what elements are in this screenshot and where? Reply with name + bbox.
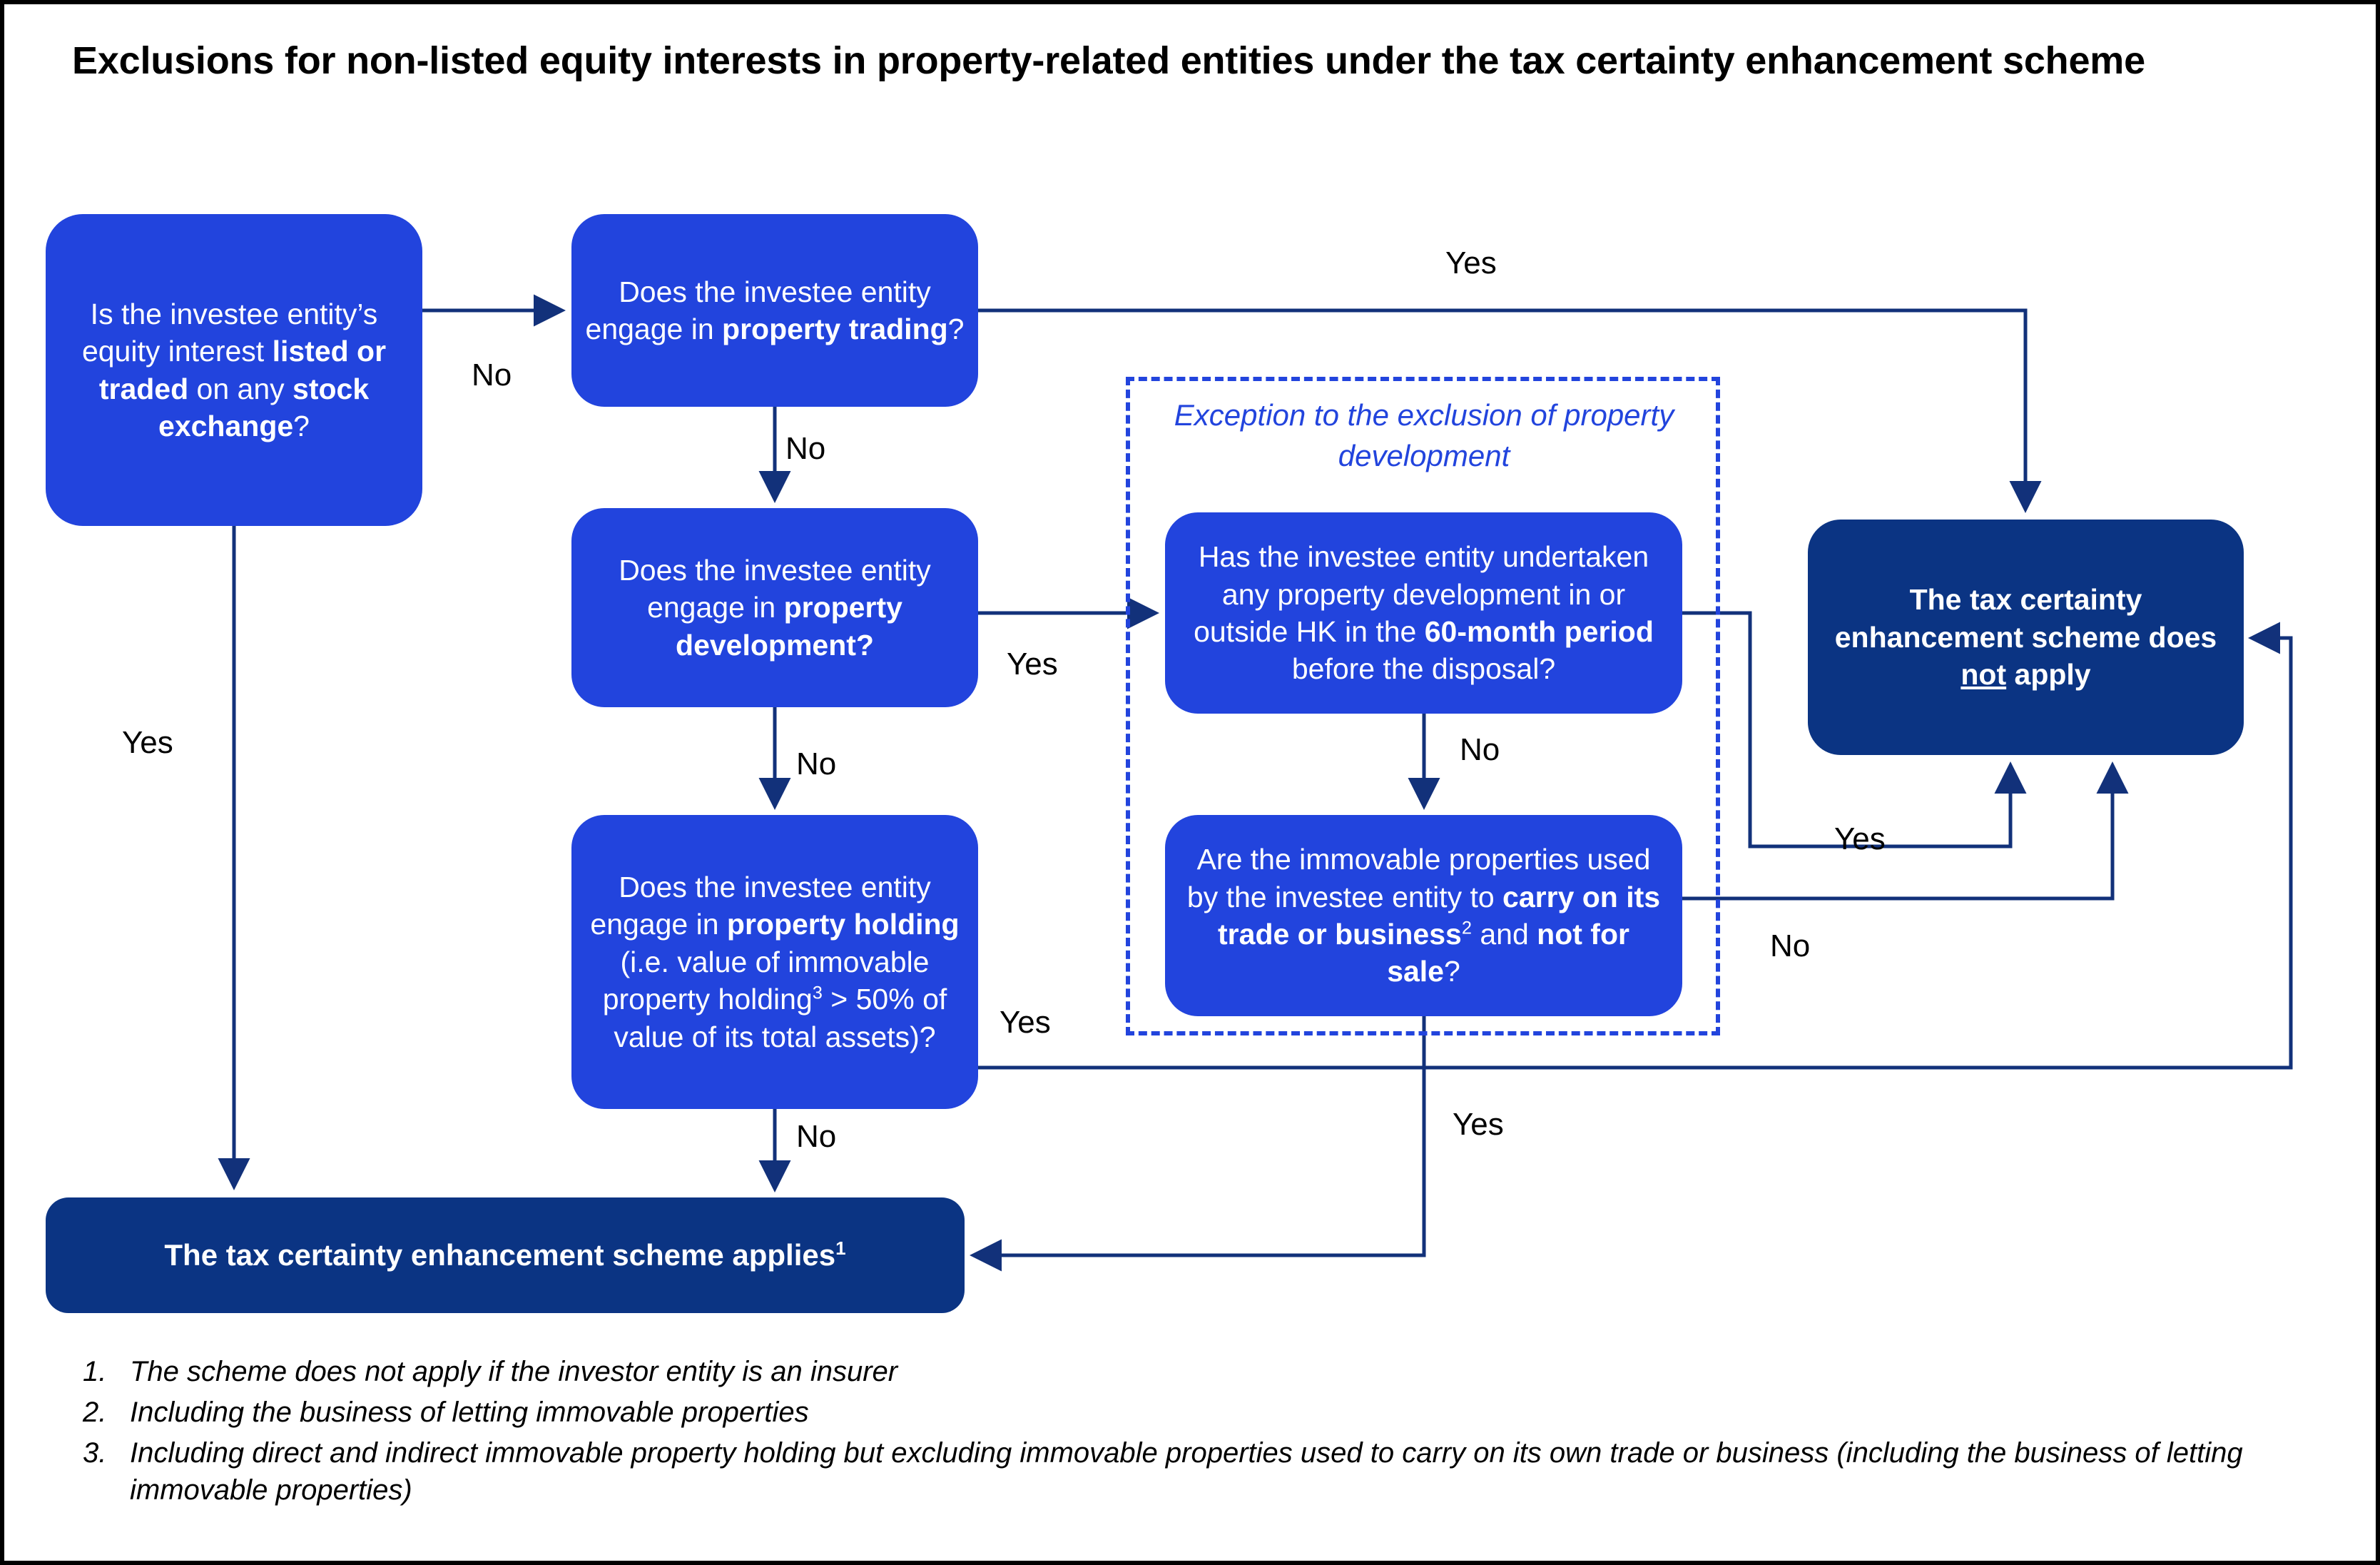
node-engage-property-holding[interactable]: Does the investee entity engage in prope…: [571, 815, 978, 1109]
edge-label-listed-yes: Yes: [122, 725, 173, 760]
node-scheme-does-not-apply[interactable]: The tax certainty enhancement scheme doe…: [1808, 520, 2244, 755]
footnote-item: 1. The scheme does not apply if the inve…: [83, 1353, 2309, 1391]
node-engage-property-trading[interactable]: Does the investee entity engage in prope…: [571, 214, 978, 407]
footnote-number: 1.: [83, 1356, 107, 1387]
edge-label-carryon-no: No: [1770, 928, 1811, 963]
edge-trading-yes: [978, 308, 2042, 514]
node-label: Does the investee entity engage in prope…: [619, 553, 931, 662]
edge-label-trading-yes: Yes: [1445, 245, 1497, 280]
node-engage-property-development[interactable]: Does the investee entity engage in prope…: [571, 508, 978, 707]
edge-60month-yes: [1682, 611, 2027, 849]
node-label: The tax certainty enhancement scheme app…: [164, 1237, 846, 1272]
node-label: Has the investee entity undertaken any p…: [1194, 540, 1654, 686]
footnote-number: 3.: [83, 1437, 107, 1469]
page-title: Exclusions for non-listed equity interes…: [72, 39, 2145, 82]
edge-label-listed-no: No: [472, 358, 512, 392]
footnote-text: The scheme does not apply if the investo…: [130, 1356, 898, 1387]
edge-label-trading-no: No: [785, 431, 826, 466]
edge-carryon-yes: [969, 1016, 1426, 1272]
edge-label-development-yes: Yes: [1007, 647, 1058, 682]
node-label: Does the investee entity engage in prope…: [585, 275, 965, 345]
edge-holding-yes: [978, 622, 2293, 1070]
node-label: Are the immovable properties used by the…: [1186, 843, 1661, 988]
footnote-number: 2.: [83, 1396, 107, 1428]
footnote-item: 3. Including direct and indirect immovab…: [83, 1434, 2309, 1510]
node-label: The tax certainty enhancement scheme doe…: [1834, 583, 2217, 692]
node-label: Does the investee entity engage in prope…: [590, 870, 960, 1053]
edge-label-60month-yes: Yes: [1834, 821, 1886, 856]
edge-label-holding-yes: Yes: [1000, 1005, 1051, 1040]
connector-layer: trading --> applies (down left) --> deve…: [218, 294, 2293, 1272]
exception-region: [1126, 377, 1720, 1035]
exception-region-label: Exception to the exclusion of property d…: [1174, 398, 1674, 472]
footnotes: 1. The scheme does not apply if the inve…: [83, 1353, 2309, 1512]
edge-label-60month-no: No: [1460, 732, 1500, 767]
node-is-equity-interest-listed[interactable]: Is the investee entity’s equity interest…: [46, 214, 422, 526]
node-properties-used-to-carry-on-trade[interactable]: Are the immovable properties used by the…: [1165, 815, 1682, 1016]
node-label: Is the investee entity’s equity interest…: [81, 297, 387, 442]
edge-label-carryon-yes: Yes: [1453, 1107, 1504, 1142]
edge-label-holding-no: No: [796, 1119, 837, 1154]
node-scheme-applies[interactable]: The tax certainty enhancement scheme app…: [46, 1197, 965, 1313]
footnote-item: 2. Including the business of letting imm…: [83, 1394, 2309, 1432]
edge-label-development-no: No: [796, 746, 837, 781]
footnote-text: Including the business of letting immova…: [130, 1396, 809, 1428]
node-undertaken-development-60-month[interactable]: Has the investee entity undertaken any p…: [1165, 512, 1682, 714]
edge-carryon-no: [1682, 761, 2129, 901]
footnote-text: Including direct and indirect immovable …: [130, 1437, 2243, 1506]
